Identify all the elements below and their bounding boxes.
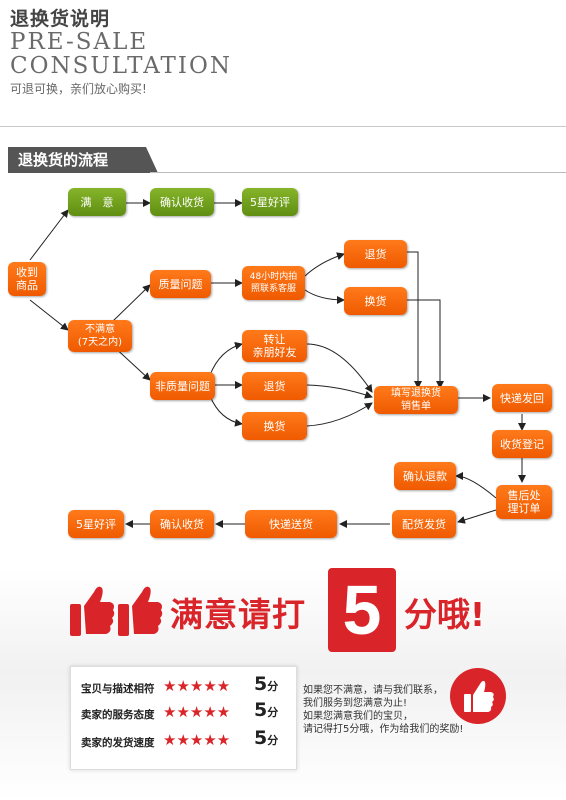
message-line2: 我们服务到您满意为止! — [303, 698, 408, 709]
promo-headline-right: 分哦! — [404, 595, 486, 634]
rating-score-value: 5 — [254, 699, 268, 721]
rating-score: 5分 — [254, 673, 278, 695]
flow-arrows — [29, 199, 526, 528]
message-line4: 请记得打5分哦，作为给我们的奖励! — [303, 724, 464, 735]
flow-transfer-friend: 转让 亲朋好友 — [242, 330, 307, 362]
english-title-line2: CONSULTATION — [10, 53, 232, 79]
flow-fill-form: 填写退换货 销售单 — [374, 386, 458, 414]
rating-stars: ★★★★★ — [163, 731, 231, 749]
flow-exchange-lower: 换货 — [242, 412, 307, 440]
page-title: 退换货说明 — [10, 8, 111, 30]
message-line1: 如果您不满意，请与我们联系， — [303, 685, 443, 696]
flow-return-lower: 退货 — [242, 372, 307, 400]
promo-headline-left: 满意请打 — [170, 595, 306, 634]
rating-stars: ★★★★★ — [163, 703, 231, 721]
rating-score-value: 5 — [254, 673, 268, 695]
promo-headline-number: 5 — [328, 568, 396, 652]
flow-non-quality-issue: 非质量问题 — [150, 372, 215, 400]
flow-dispatch: 配货发货 — [392, 510, 456, 538]
flow-confirm-receipt-bottom: 确认收货 — [150, 510, 214, 538]
section-banner: 退换货的流程 — [8, 147, 158, 173]
flow-satisfied: 满 意 — [68, 188, 126, 216]
rating-label: 宝贝与描述相符 — [81, 683, 155, 695]
flow-unsatisfied: 不满意 (7天之内) — [68, 320, 132, 352]
flow-received: 收到 商品 — [8, 262, 46, 296]
rating-label: 卖家的发货速度 — [81, 737, 155, 749]
flow-five-star-top: 5星好评 — [242, 188, 298, 216]
rating-score-value: 5 — [254, 727, 268, 749]
flow-confirm-receipt-top: 确认收货 — [150, 188, 214, 216]
message-line3: 如果您满意我们的宝贝， — [303, 711, 413, 722]
divider — [0, 126, 566, 127]
flow-after-sales: 售后处 理订单 — [496, 485, 552, 519]
flow-exchange-upper: 换货 — [344, 287, 407, 315]
rating-score: 5分 — [254, 727, 278, 749]
thumbs-up-badge — [450, 668, 506, 724]
flow-contact-48h: 48小时内拍 照联系客服 — [242, 266, 305, 300]
rating-score-unit: 分 — [267, 706, 279, 719]
thumbs-up-icon — [70, 586, 163, 636]
rating-card: 宝贝与描述相符 ★★★★★ 5分 卖家的服务态度 ★★★★★ 5分 卖家的发货速… — [70, 666, 297, 770]
thumbs-up-icon — [464, 680, 494, 712]
rating-score-unit: 分 — [267, 734, 279, 747]
flow-return-upper: 退货 — [344, 240, 407, 268]
banner-divider — [150, 172, 566, 173]
flow-five-star-bottom: 5星好评 — [68, 510, 124, 538]
flow-express-send: 快递送货 — [245, 510, 337, 538]
rating-score-unit: 分 — [267, 680, 279, 693]
rating-label: 卖家的服务态度 — [81, 709, 155, 721]
english-title-line1: PRE-SALE — [10, 29, 149, 55]
flow-confirm-refund: 确认退款 — [394, 462, 456, 490]
flow-receipt-register: 收货登记 — [492, 430, 552, 458]
rating-score: 5分 — [254, 699, 278, 721]
flow-express-return: 快递发回 — [492, 384, 552, 412]
page-subtitle: 可退可换，亲们放心购买! — [10, 82, 147, 96]
rating-stars: ★★★★★ — [163, 677, 231, 695]
flow-quality-issue: 质量问题 — [150, 270, 211, 298]
